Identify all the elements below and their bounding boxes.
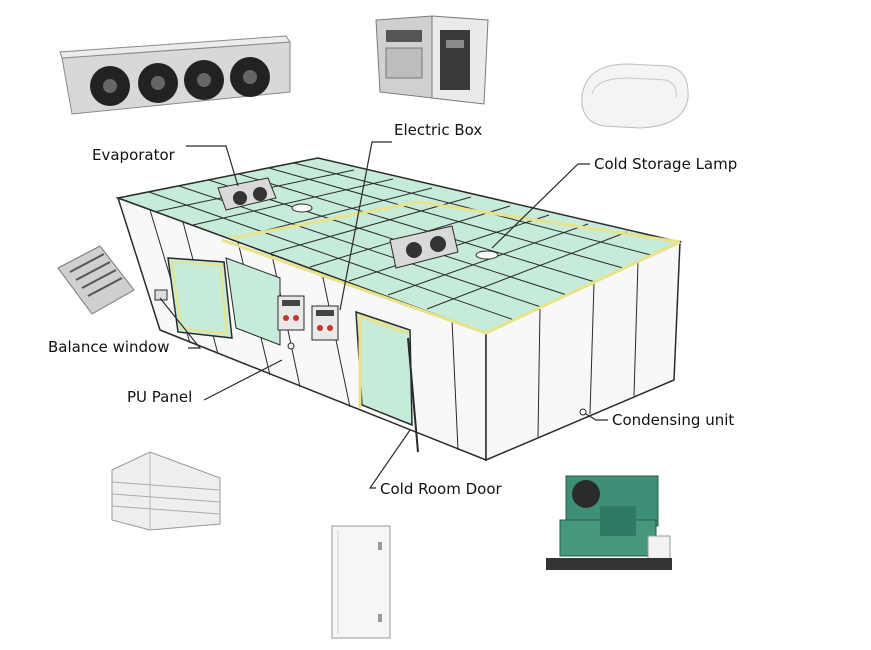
- evaporator-thumbnail: [59, 35, 291, 115]
- right-wall-seams: [537, 261, 639, 438]
- label-condensing-unit: Condensing unit: [612, 411, 734, 429]
- wall-valve: [287, 342, 295, 350]
- control-panel-1-knob-2: [293, 315, 299, 321]
- ceiling-evaporator-1: [217, 177, 277, 211]
- cold-room-door-trim: [358, 313, 409, 408]
- condensing-unit-thumbnail: [546, 475, 672, 570]
- control-panel-1-screen: [282, 300, 300, 306]
- label-electric-box: Electric Box: [394, 121, 482, 139]
- control-panel-2-screen: [316, 310, 334, 316]
- control-panel-2-knob-2: [327, 325, 333, 331]
- left-door: [167, 257, 233, 339]
- label-evaporator: Evaporator: [92, 146, 176, 164]
- leader-condensing-unit: [585, 413, 608, 421]
- cold-room: [115, 157, 683, 462]
- left-door-frame: [170, 260, 229, 336]
- condensing-port: [579, 408, 587, 416]
- leader-door: [368, 429, 411, 489]
- partition-edge: [221, 200, 681, 244]
- label-cold-room-door: Cold Room Door: [380, 480, 502, 498]
- ceiling-lamp-1: [291, 203, 313, 213]
- door-hinge: [407, 337, 419, 453]
- label-balance-window: Balance window: [48, 338, 170, 356]
- electric-box-thumbnail: [375, 15, 489, 105]
- control-panel-1-knob: [283, 315, 289, 321]
- leader-evaporator: [186, 145, 239, 187]
- front-glass-panel: [225, 257, 281, 346]
- ceiling-lamp-2: [475, 250, 499, 260]
- lamp-thumbnail: [581, 63, 689, 129]
- top-edge-strip: [221, 238, 681, 335]
- label-cold-storage-lamp: Cold Storage Lamp: [594, 155, 737, 173]
- leader-balance-window: [159, 297, 202, 349]
- leader-lines: [159, 141, 608, 489]
- door-thumbnail: [331, 525, 391, 639]
- control-panel-2-knob: [317, 325, 323, 331]
- ceiling-evaporator-2: [389, 225, 459, 269]
- leader-pu-panel: [203, 359, 283, 401]
- leader-electric-box: [339, 141, 392, 311]
- pu-panel-thumbnail: [111, 451, 221, 531]
- label-pu-panel: PU Panel: [127, 388, 192, 406]
- leader-lamp: [491, 163, 590, 249]
- balance-window-thumbnail: [57, 245, 135, 315]
